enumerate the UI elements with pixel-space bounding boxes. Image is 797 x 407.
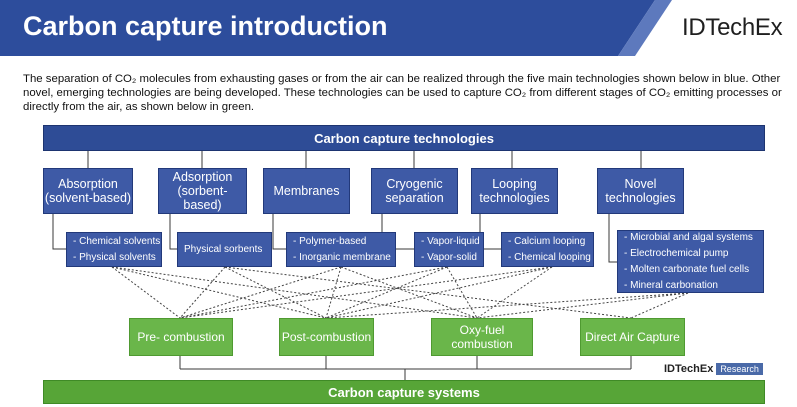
subtypes-membranes: - Polymer-based - Inorganic membrane: [286, 232, 396, 267]
tech-label: (solvent-based): [44, 191, 132, 205]
intro-paragraph: The separation of CO₂ molecules from exh…: [23, 73, 782, 114]
subtype-item: - Vapor-solid: [421, 251, 477, 263]
system-label: Oxy-fuel: [459, 323, 505, 337]
subtype-item: - Calcium looping: [508, 235, 586, 247]
tech-label: Cryogenic: [386, 177, 443, 191]
system-box-post-combustion: Post-combustion: [279, 318, 374, 356]
badge-tag: Research: [716, 363, 763, 375]
subtypes-looping: - Calcium looping - Chemical looping: [501, 232, 594, 267]
system-label: Direct Air Capture: [585, 330, 680, 344]
tech-label: technologies: [605, 191, 676, 205]
tech-label: Looping: [492, 177, 537, 191]
tech-label: Absorption: [58, 177, 118, 191]
tech-label: separation: [385, 191, 444, 205]
subtype-item: - Electrochemical pump: [624, 247, 729, 259]
page-title: Carbon capture introduction: [23, 11, 388, 41]
tech-label: technologies: [479, 191, 550, 205]
tech-box-membranes: Membranes: [263, 168, 350, 214]
subtype-item: - Inorganic membrane: [293, 251, 391, 263]
tech-box-absorption: Absorption(solvent-based): [43, 168, 133, 214]
tech-label: Novel: [624, 177, 657, 191]
idtechex-research-badge: IDTechEx Research: [664, 363, 763, 375]
tech-box-adsorption: Adsorption(sorbent-based): [158, 168, 247, 214]
tech-label: Adsorption: [172, 170, 233, 184]
system-label: Post-combustion: [281, 330, 372, 344]
subtype-item: - Chemical solvents: [73, 235, 161, 247]
subtypes-novel: - Microbial and algal systems - Electroc…: [617, 230, 764, 293]
system-box-pre-combustion: Pre- combustion: [129, 318, 233, 356]
system-box-direct-air-capture: Direct Air Capture: [580, 318, 685, 356]
subtypes-cryogenic: - Vapor-liquid - Vapor-solid: [414, 232, 484, 267]
header-background: [0, 0, 672, 56]
subtype-item: - Vapor-liquid: [421, 235, 480, 247]
technologies-banner: Carbon capture technologies: [43, 125, 765, 151]
tech-label: Membranes: [273, 184, 340, 198]
subtype-item: - Mineral carbonation: [624, 279, 718, 291]
tech-label: (sorbent-based): [177, 184, 228, 212]
subtype-item: - Physical solvents: [73, 251, 156, 263]
header-bar: Carbon capture introduction IDTechEx: [0, 0, 797, 56]
subtypes-absorption: - Chemical solvents - Physical solvents: [66, 232, 162, 267]
system-label: combustion: [451, 337, 513, 351]
systems-banner: Carbon capture systems: [43, 380, 765, 404]
subtype-item: - Chemical looping: [508, 251, 591, 263]
subtype-item: - Microbial and algal systems: [624, 231, 753, 243]
subtypes-adsorption: Physical sorbents: [177, 232, 272, 267]
subtype-item: - Polymer-based: [293, 235, 367, 247]
system-label: Pre- combustion: [137, 330, 225, 344]
subtype-item: Physical sorbents: [184, 243, 263, 255]
brand-logo: IDTechEx: [682, 14, 783, 41]
subtype-item: - Molten carbonate fuel cells: [624, 263, 750, 275]
badge-name: IDTechEx: [664, 363, 714, 375]
